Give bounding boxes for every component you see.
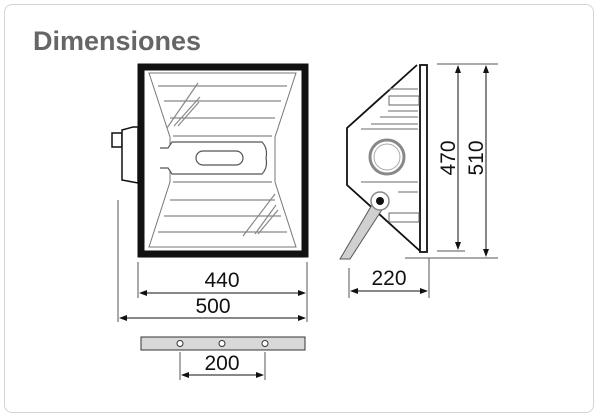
bracket-hole [218,340,226,347]
lamp-arc [195,150,244,166]
lamp-holder-top [388,95,420,106]
dim-label-470: 470 [437,140,460,175]
bracket-hole [176,340,184,347]
side-back-panel [419,64,428,253]
dim-label-510: 510 [465,140,488,175]
lamp-holder-bottom [388,212,420,223]
bracket-view: 200 [140,336,306,380]
dim-label-220: 220 [371,267,406,290]
panel-frame [4,4,594,413]
dim-label-500: 500 [195,295,230,318]
bracket-hole [261,340,269,347]
dim-label-200: 200 [204,352,239,375]
page-title: Dimensiones [33,26,202,56]
dim-label-440: 440 [204,269,239,292]
reflector-lines [158,82,287,237]
front-view: 440 500 [111,63,309,322]
side-view: 470 510 220 [339,63,498,298]
side-housing [121,126,139,184]
connector-box [111,132,123,148]
